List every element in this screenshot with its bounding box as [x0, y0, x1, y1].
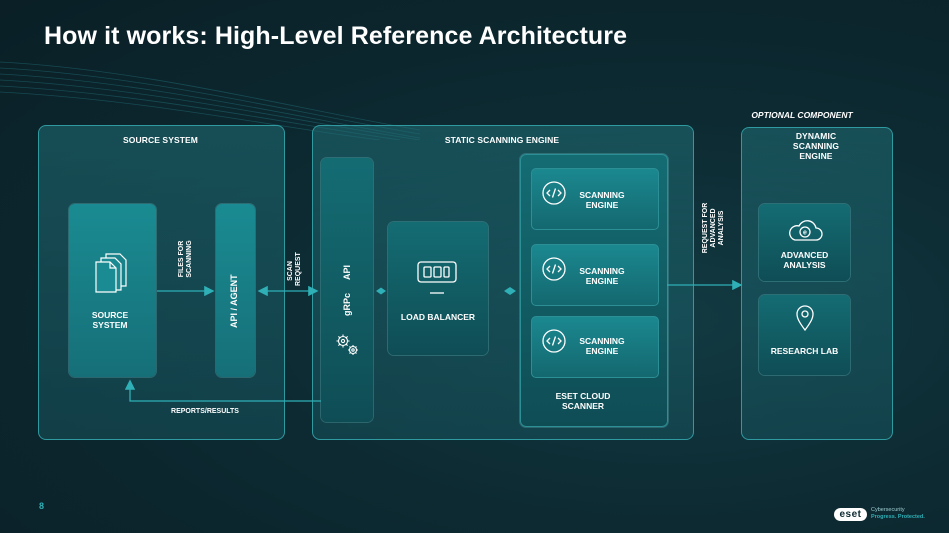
code-icon: [542, 181, 566, 205]
scanning-engine-label: SCANNING ENGINE: [579, 336, 625, 356]
grpc-api-box[interactable]: [321, 158, 373, 422]
dynamic-scanning-engine-label: DYNAMIC SCANNING ENGINE: [792, 131, 840, 161]
eset-logo-badge: eset: [834, 508, 867, 521]
load-balancer-icon: [417, 261, 457, 294]
static-scanning-engine-label: STATIC SCANNING ENGINE: [444, 135, 560, 145]
dynamic-scanning-engine-panel: [741, 127, 893, 440]
load-balancer-box[interactable]: [388, 222, 488, 355]
eset-cloud-scanner-label: ESET CLOUD SCANNER: [555, 391, 611, 411]
scanning-engine-card[interactable]: [531, 168, 659, 230]
optional-component-label: OPTIONAL COMPONENT: [751, 110, 853, 120]
eset-tagline-2: Progress. Protected.: [871, 514, 925, 520]
api-agent-box[interactable]: [216, 204, 255, 377]
code-icon: [542, 329, 566, 353]
source-system-panel-label: SOURCE SYSTEM: [123, 135, 198, 145]
eset-logo: eset Cybersecurity Progress. Protected.: [834, 507, 934, 523]
reports-results-label: REPORTS/RESULTS: [171, 408, 239, 415]
scanning-engine-card[interactable]: [531, 244, 659, 306]
documents-icon: [95, 253, 127, 293]
advanced-analysis-label: ADVANCED ANALYSIS: [780, 250, 829, 270]
research-lab-label: RESEARCH LAB: [770, 346, 839, 356]
cloud-eset-icon: e: [789, 220, 823, 241]
advanced-analysis-box[interactable]: [759, 204, 850, 281]
page-number: 8: [39, 501, 45, 511]
scanning-engine-label: SCANNING ENGINE: [579, 190, 625, 210]
scanning-engine-label: SCANNING ENGINE: [579, 266, 625, 286]
page-title: How it works: High-Level Reference Archi…: [44, 22, 628, 50]
svg-text:e: e: [803, 230, 807, 237]
gears-icon: [336, 334, 358, 355]
code-icon: [542, 257, 566, 281]
location-pin-icon: [796, 305, 814, 332]
source-system-label: SOURCE SYSTEM: [91, 310, 129, 330]
background-swoosh: [0, 61, 421, 140]
research-lab-box[interactable]: [759, 295, 850, 375]
scanning-engine-card[interactable]: [531, 316, 659, 378]
eset-tagline-1: Cybersecurity: [871, 507, 905, 513]
load-balancer-label: LOAD BALANCER: [400, 312, 476, 322]
